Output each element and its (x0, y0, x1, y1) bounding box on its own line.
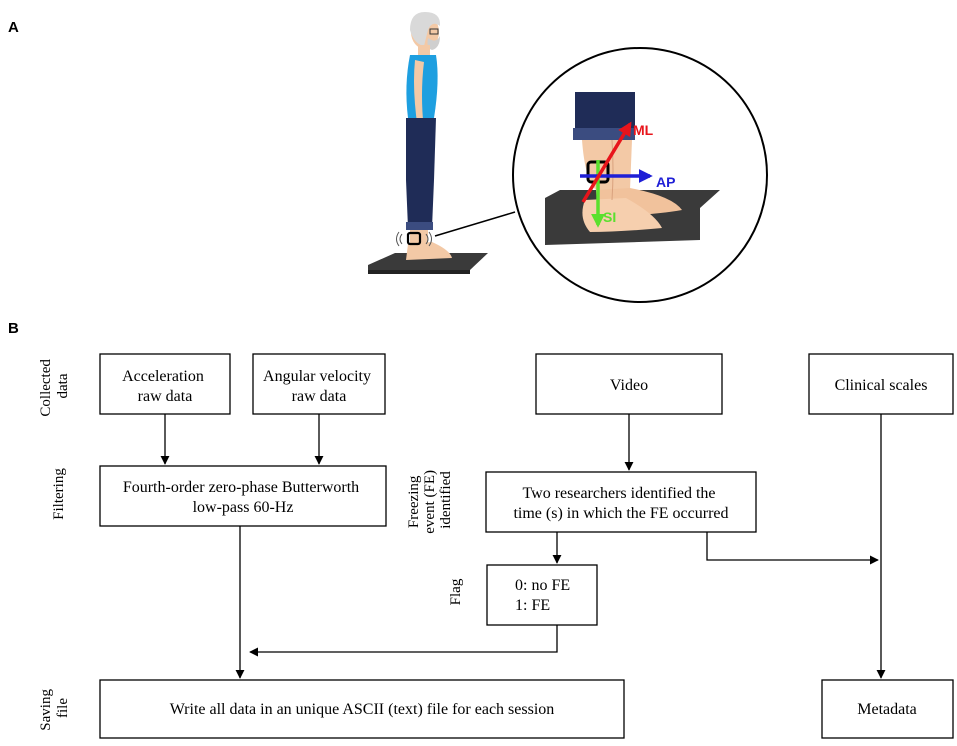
row-label-collected-data: Collected data (38, 355, 71, 416)
acceleration-text: Acceleration raw data (122, 368, 208, 405)
angular-velocity-text: Angular velocity raw data (263, 368, 375, 405)
ml-axis-arrow (581, 121, 632, 203)
box-metadata (821, 679, 954, 739)
box-flag (486, 564, 598, 626)
feet (406, 242, 452, 260)
force-platform (368, 253, 488, 270)
panel-b-label: B (8, 320, 19, 337)
row-label-flag: Flag (448, 578, 464, 605)
video-text: Video (610, 377, 648, 394)
flag-text: 0: no FE 1: FE (515, 577, 574, 614)
ankle-zoom-inset: ML AP SI (512, 47, 768, 303)
write-file-text: Write all data in an unique ASCII (text)… (170, 701, 555, 718)
box-butterworth-filter (99, 465, 387, 527)
panel-a-label: A (8, 19, 19, 36)
clinical-scales-text: Clinical scales (835, 377, 928, 394)
researchers-text: Two researchers identified the time (s) … (513, 485, 728, 522)
standing-person-illustration (368, 12, 488, 274)
butterworth-text: Fourth-order zero-phase Butterworth low-… (123, 479, 363, 516)
ap-axis-label: AP (656, 174, 675, 190)
ankle-sensor (406, 231, 422, 246)
row-label-freezing-event: Freezing event (FE) identified (406, 466, 454, 533)
box-researchers (485, 471, 757, 533)
row-label-filtering: Filtering (51, 468, 67, 520)
si-axis-label: SI (603, 209, 616, 225)
metadata-text: Metadata (857, 701, 917, 718)
row-label-saving-file: Saving file (38, 685, 71, 730)
ml-axis-label: ML (633, 122, 654, 138)
zoom-connector-line (434, 211, 516, 237)
box-write-file (99, 679, 625, 739)
arrow-flag-to-write (249, 625, 558, 657)
arrow-researchers-to-metadata (706, 532, 879, 565)
pants (406, 118, 436, 228)
